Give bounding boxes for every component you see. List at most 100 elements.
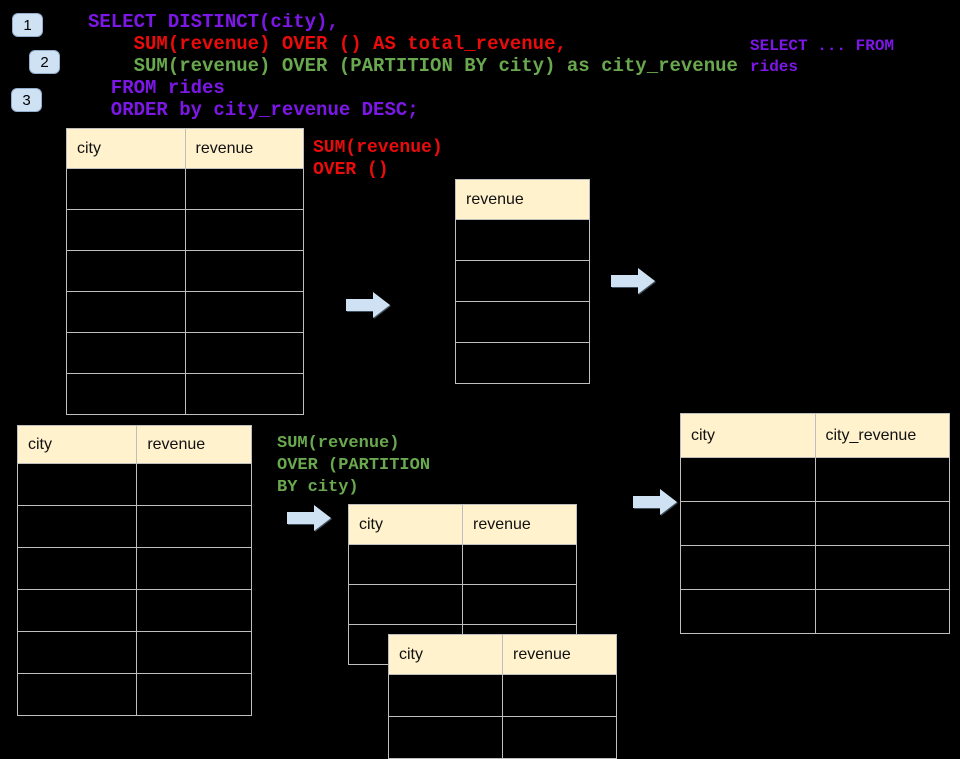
empty-cell	[455, 301, 590, 343]
empty-cell	[455, 260, 590, 302]
text-line: SUM(revenue) OVER (PARTITION BY city) as…	[88, 55, 738, 77]
empty-cell	[184, 291, 304, 333]
empty-cell	[136, 547, 252, 590]
empty-cell	[66, 250, 186, 292]
empty-row	[16, 673, 252, 716]
empty-cell	[136, 463, 252, 506]
empty-cell	[814, 501, 950, 546]
empty-row	[455, 219, 590, 261]
text-line: SELECT ... FROM	[750, 37, 895, 55]
column-header: revenue	[136, 425, 252, 464]
text-line: SUM(revenue)	[313, 138, 443, 158]
empty-cell	[16, 673, 138, 716]
empty-cell	[680, 501, 816, 546]
column-header: city	[66, 128, 186, 169]
column-header: revenue	[184, 128, 304, 169]
empty-row	[66, 250, 304, 292]
empty-cell	[136, 505, 252, 548]
empty-cell	[136, 589, 252, 632]
text-line: OVER ()	[313, 160, 389, 180]
empty-cell	[136, 673, 252, 716]
empty-cell	[66, 209, 186, 251]
empty-cell	[455, 219, 590, 261]
empty-cell	[455, 342, 590, 384]
empty-row	[680, 501, 950, 546]
step-badge-2: 2	[29, 50, 60, 74]
column-header: revenue	[462, 504, 577, 545]
empty-cell	[184, 332, 304, 374]
total-revenue-annotation: SUM(revenue)OVER ()	[313, 137, 443, 181]
empty-cell	[16, 631, 138, 674]
empty-cell	[184, 250, 304, 292]
empty-cell	[348, 544, 463, 585]
empty-cell	[680, 589, 816, 634]
empty-row	[455, 301, 590, 343]
arrow-right-icon	[346, 292, 390, 318]
empty-row	[455, 342, 590, 384]
empty-cell	[184, 209, 304, 251]
text-line: SELECT DISTINCT(city),	[88, 11, 339, 33]
empty-cell	[502, 716, 617, 759]
empty-cell	[16, 463, 138, 506]
column-header: revenue	[455, 179, 590, 220]
empty-row	[66, 209, 304, 251]
step-badge-1: 1	[12, 13, 43, 37]
column-header: city	[680, 413, 816, 458]
column-header: city_revenue	[814, 413, 950, 458]
empty-cell	[814, 589, 950, 634]
empty-row	[16, 505, 252, 548]
empty-cell	[680, 457, 816, 502]
empty-cell	[388, 674, 503, 717]
empty-row	[66, 168, 304, 210]
empty-cell	[388, 716, 503, 759]
empty-row	[66, 332, 304, 374]
data-table: revenue	[455, 179, 590, 384]
empty-cell	[348, 584, 463, 625]
empty-cell	[462, 584, 577, 625]
arrow-right-icon	[287, 505, 331, 531]
table-total-revenue-result: revenue	[455, 179, 590, 384]
empty-row	[388, 716, 617, 759]
empty-cell	[814, 457, 950, 502]
empty-row	[680, 589, 950, 634]
empty-row	[66, 373, 304, 415]
empty-row	[66, 291, 304, 333]
empty-row	[16, 589, 252, 632]
text-line: BY city)	[277, 478, 359, 497]
empty-cell	[184, 168, 304, 210]
text-line: rides	[750, 58, 799, 76]
sql-code-block: SELECT DISTINCT(city), SUM(revenue) OVER…	[88, 11, 738, 121]
text-line: FROM rides	[88, 77, 225, 99]
empty-cell	[66, 373, 186, 415]
empty-cell	[680, 545, 816, 590]
text-line: SUM(revenue) OVER () AS total_revenue,	[88, 33, 567, 55]
text-line: OVER (PARTITION	[277, 456, 431, 475]
empty-row	[680, 457, 950, 502]
empty-cell	[16, 505, 138, 548]
empty-cell	[136, 631, 252, 674]
column-header: city	[388, 634, 503, 675]
column-header: city	[348, 504, 463, 545]
empty-cell	[814, 545, 950, 590]
empty-row	[348, 584, 577, 625]
arrow-right-icon	[633, 489, 677, 515]
empty-cell	[16, 547, 138, 590]
empty-row	[455, 260, 590, 302]
empty-row	[16, 631, 252, 674]
empty-cell	[502, 674, 617, 717]
empty-row	[16, 463, 252, 506]
empty-row	[348, 544, 577, 585]
sql-side-note: SELECT ... FROM rides	[750, 36, 894, 78]
arrow-right-icon	[611, 268, 655, 294]
empty-cell	[66, 168, 186, 210]
empty-row	[16, 547, 252, 590]
empty-cell	[184, 373, 304, 415]
